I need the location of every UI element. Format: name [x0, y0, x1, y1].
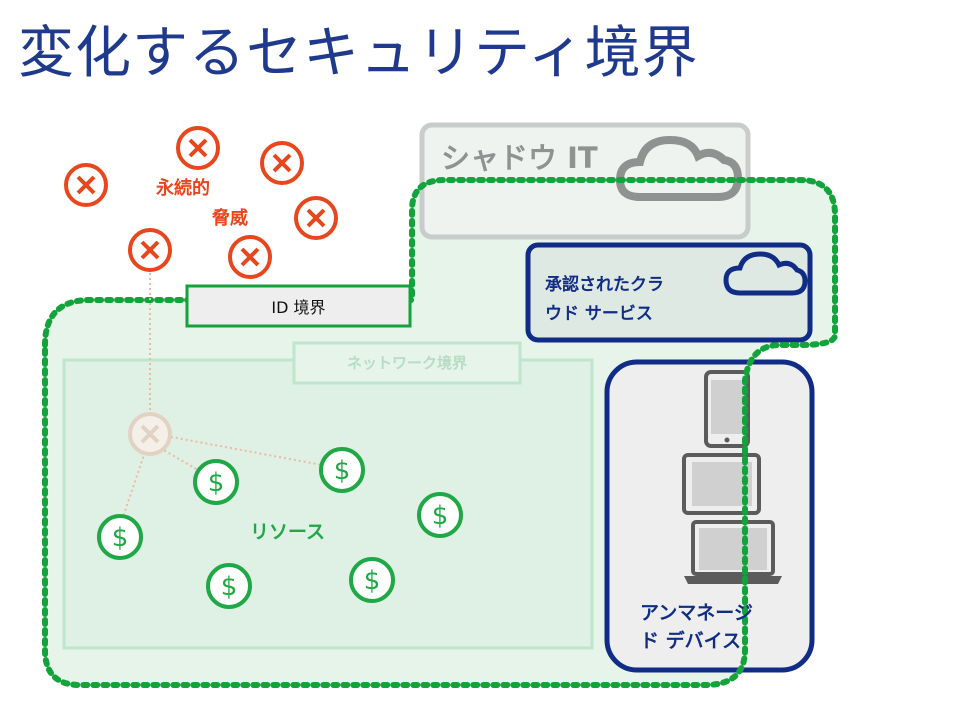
network-boundary-box [62, 358, 594, 650]
threat-x-icon [260, 141, 304, 185]
shadow-it-label: シャドウ IT [441, 141, 598, 175]
dollar-glyph: $ [364, 566, 381, 596]
attack-path [165, 435, 323, 466]
approved-cloud-label-line1: 承認されたクラ [545, 275, 664, 295]
laptop-icon [684, 520, 782, 584]
dollar-glyph: $ [334, 456, 351, 486]
threat-label-line1: 永続的 [156, 178, 210, 199]
id-boundary-label: ID 境界 [271, 298, 326, 317]
dollar-icon [417, 492, 463, 538]
dollar-icon [193, 459, 239, 505]
page-title: 変化するセキュリティ境界 [18, 21, 699, 86]
cloud-icon [723, 251, 808, 296]
dollar-icon [349, 557, 395, 603]
dollar-icon [319, 447, 365, 493]
unmanaged-devices-box [604, 359, 815, 673]
approved-cloud-label-line2: ウド サービス [545, 304, 653, 324]
threat-x-icon [228, 235, 272, 279]
threat-x-icon [128, 228, 172, 272]
unmanaged-devices-label-line1: アンマネージ [640, 602, 753, 624]
attack-path [121, 451, 146, 521]
threat-x-icon [64, 163, 108, 207]
threat-label-line2: 脅威 [212, 208, 248, 229]
threat-x-icon [176, 126, 220, 170]
dollar-glyph: $ [432, 501, 449, 531]
threat-x-icon [294, 196, 338, 240]
dollar-glyph: $ [221, 572, 238, 602]
unmanaged-devices-label-line2: ド デバイス [640, 630, 742, 652]
dollar-glyph: $ [112, 523, 129, 553]
network-boundary-label-box [292, 341, 522, 385]
dollar-glyph: $ [208, 468, 225, 498]
attack-path [159, 447, 199, 471]
security-boundary-dotted [42, 177, 838, 688]
dollar-icon [206, 563, 252, 609]
network-boundary-label: ネットワーク境界 [346, 354, 467, 372]
dollar-icon [97, 514, 143, 560]
resources-label: リソース [250, 521, 326, 543]
threat-x-icon [128, 412, 172, 456]
id-boundary-box [185, 284, 412, 328]
